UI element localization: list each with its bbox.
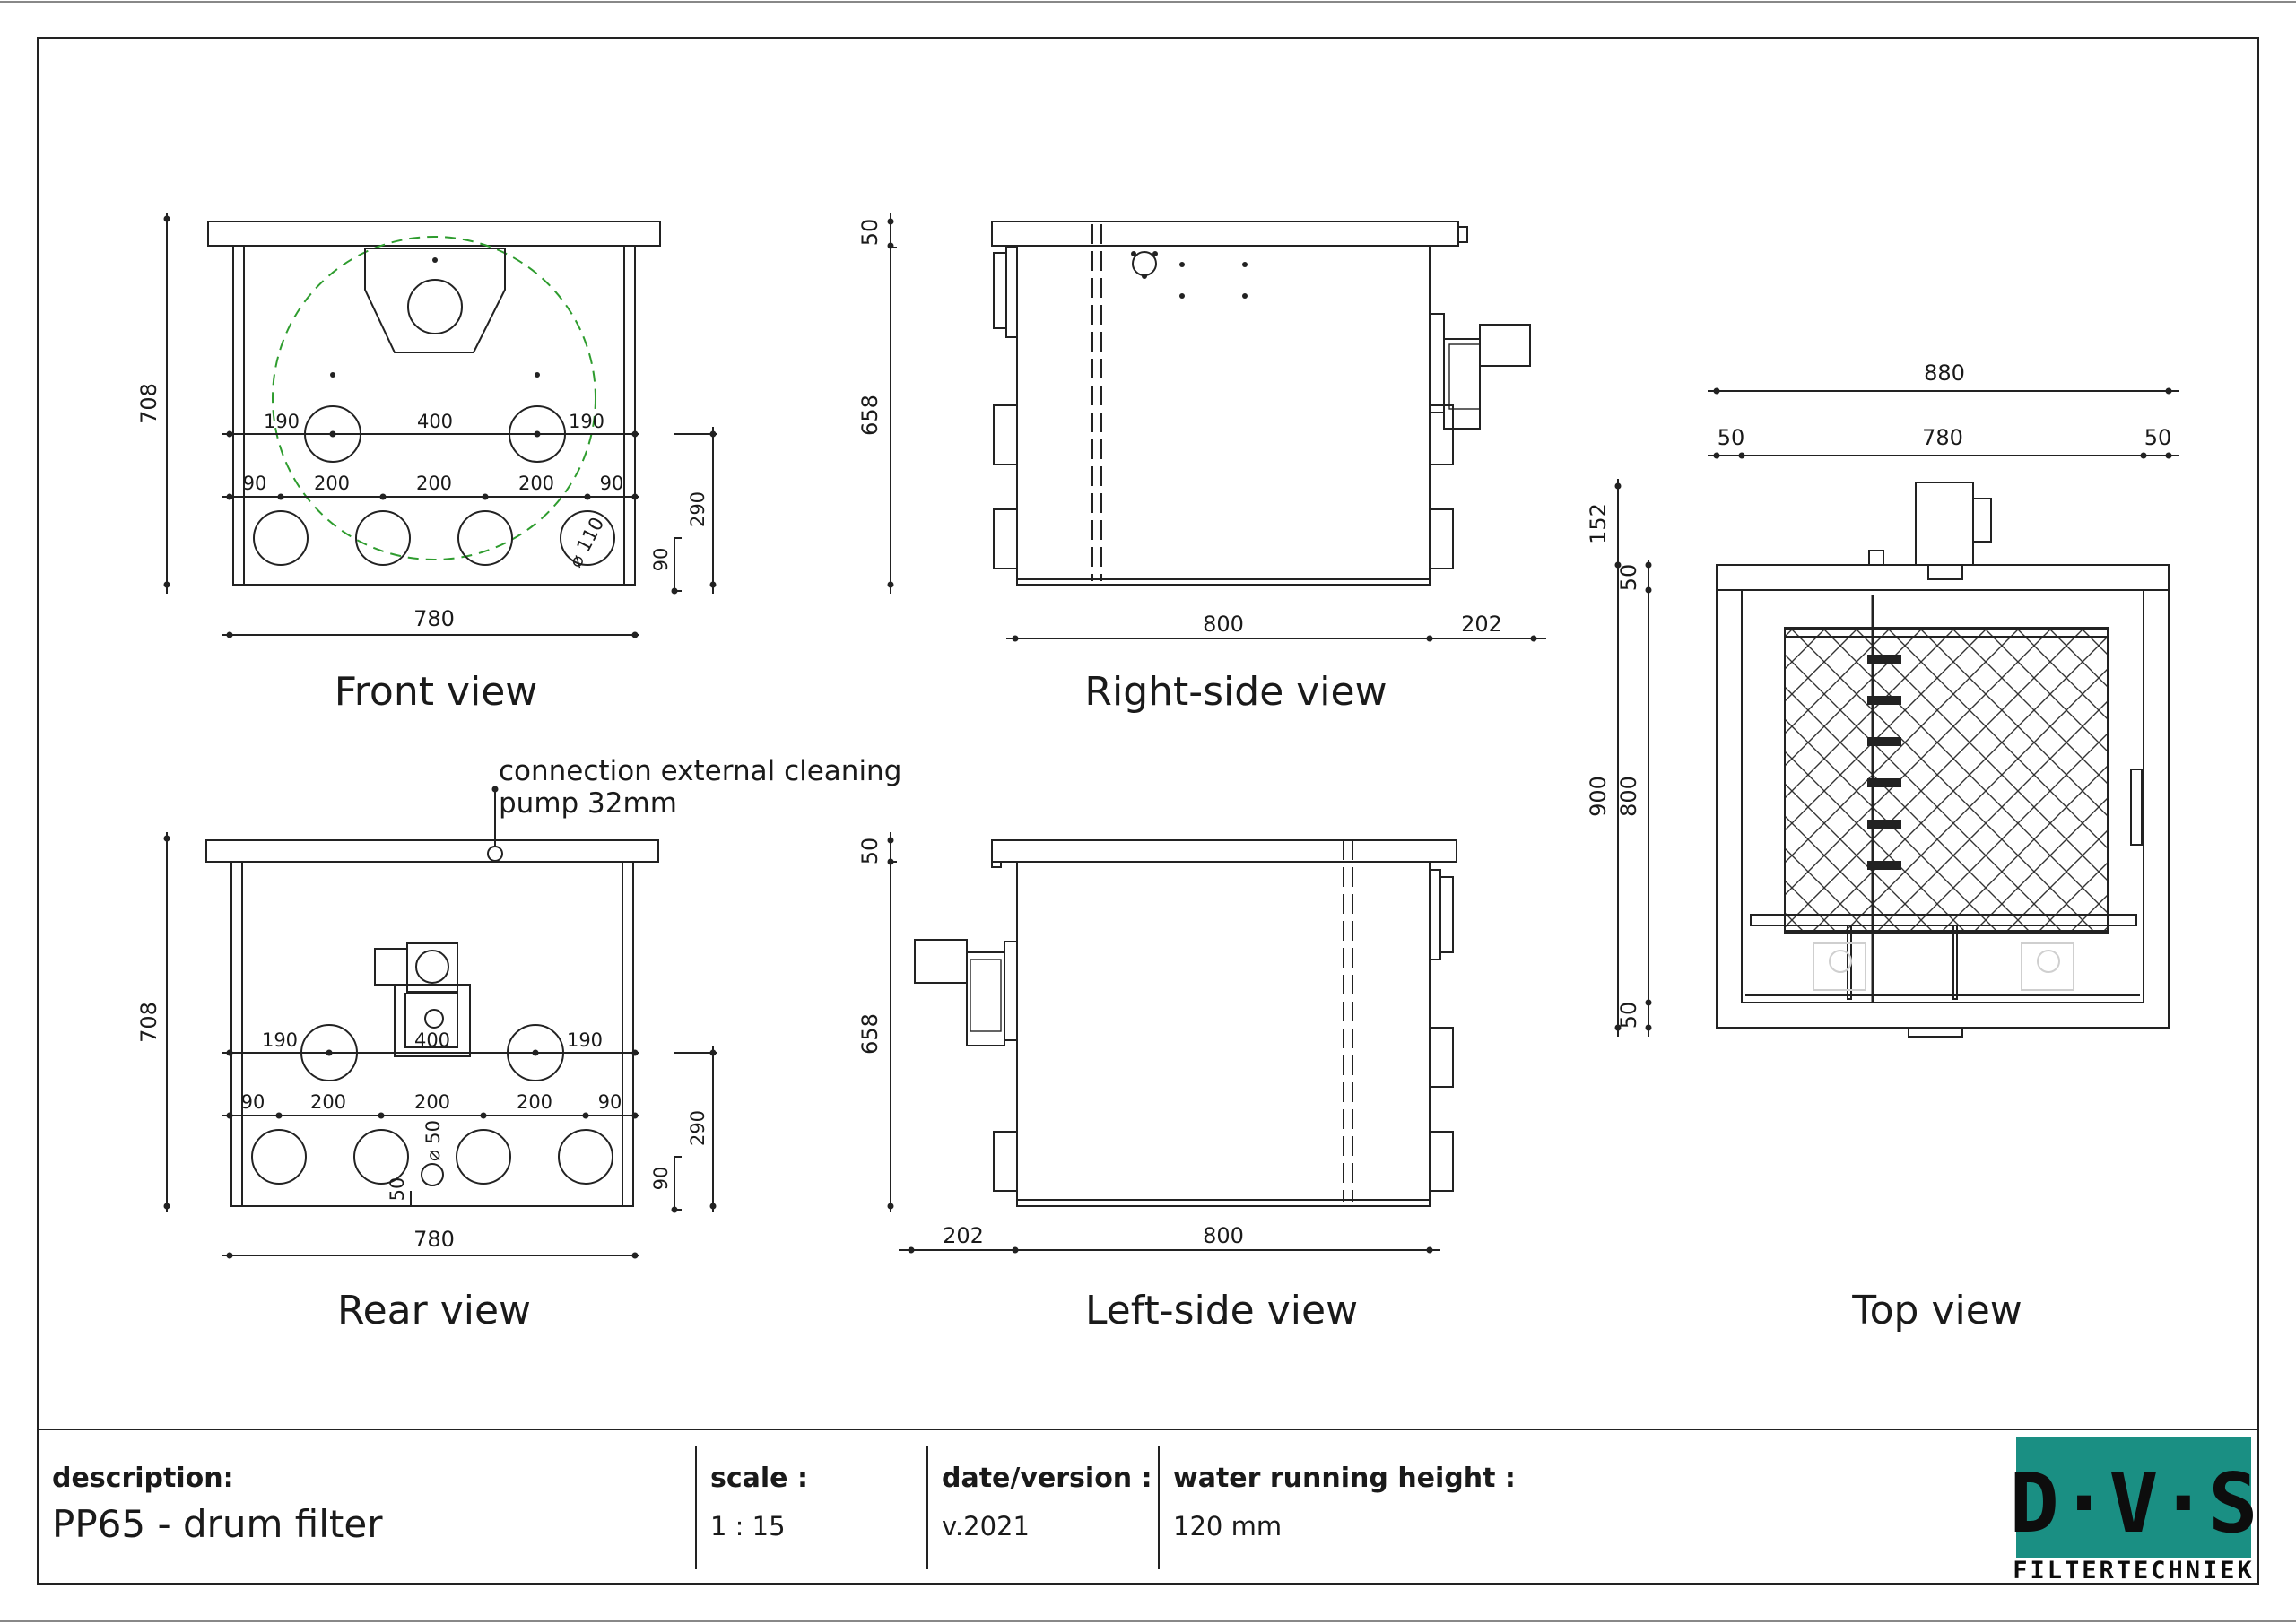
top-inner-label: 780 (1922, 425, 1963, 450)
left-length-label: 800 (1203, 1223, 1244, 1248)
right-length-label: 800 (1203, 612, 1244, 637)
rear-lower-b-label: 200 (310, 1091, 346, 1113)
description-value: PP65 - drum filter (52, 1502, 383, 1546)
left-side-view-title: Left-side view (1085, 1288, 1358, 1333)
rear-drain-label: ⌀ 50 (422, 1120, 444, 1161)
top-margin-right-label: 50 (2144, 425, 2172, 450)
right-motor-label: 202 (1461, 612, 1502, 637)
rear-lower-c-label: 200 (414, 1091, 450, 1113)
front-upper-right-label: 190 (569, 411, 604, 432)
rear-side-290-label: 290 (687, 1110, 709, 1146)
rear-lower-a-label: 90 (241, 1091, 265, 1113)
rear-upper-right-label: 190 (567, 1029, 603, 1051)
front-lower-c-label: 200 (416, 473, 452, 494)
water-height-value: 120 mm (1173, 1511, 1282, 1541)
rear-view-title: Rear view (337, 1288, 531, 1333)
top-overall-label: 880 (1924, 360, 1965, 386)
left-height-label: 658 (857, 1013, 883, 1055)
scale-value: 1 : 15 (710, 1511, 786, 1541)
front-pipe-label: ⌀ 110 (564, 514, 608, 571)
rear-side-90-label: 90 (650, 1167, 672, 1191)
top-d-bottom-label: 50 (1616, 1002, 1641, 1029)
dvs-logo: D·V·S FILTERTECHNIEK (2010, 1437, 2258, 1585)
top-motor-label: 152 (1586, 503, 1611, 544)
left-motor-label: 202 (943, 1223, 984, 1248)
front-view (166, 213, 718, 636)
right-side-view-title: Right-side view (1084, 669, 1387, 715)
front-upper-left-label: 190 (264, 411, 300, 432)
rear-lower-e-label: 90 (598, 1091, 622, 1113)
rear-note-line1: connection external cleaning (499, 755, 901, 787)
front-lower-b-label: 200 (314, 473, 350, 494)
rear-drain-offset-label: 50 (387, 1177, 408, 1202)
dvs-logo-subtitle: FILTERTECHNIEK (2013, 1557, 2255, 1585)
top-d-top-label: 50 (1616, 564, 1641, 592)
front-lower-a-label: 90 (243, 473, 267, 494)
top-margin-left-label: 50 (1718, 425, 1745, 450)
drum-nozzles (1867, 655, 1901, 870)
title-block (38, 1429, 2258, 1569)
rear-upper-left-label: 190 (262, 1029, 298, 1051)
dvs-logo-block (2016, 1437, 2251, 1558)
top-d-inner-label: 800 (1616, 776, 1641, 817)
date-label: date/version : (942, 1463, 1152, 1494)
front-side-290-label: 290 (687, 491, 709, 527)
right-top-label: 50 (857, 219, 883, 247)
front-side-90-label: 90 (650, 548, 672, 572)
top-depth-label: 900 (1586, 776, 1611, 817)
front-upper-mid-label: 400 (417, 411, 453, 432)
front-lower-d-label: 200 (518, 473, 554, 494)
right-side-view (890, 213, 1546, 639)
top-view (1617, 390, 2179, 1038)
rear-width-label: 780 (413, 1227, 455, 1252)
right-height-label: 658 (857, 395, 883, 436)
scale-label: scale : (710, 1463, 808, 1494)
top-view-title: Top view (1851, 1288, 2022, 1333)
description-label: description: (52, 1463, 234, 1494)
front-lower-e-label: 90 (600, 473, 624, 494)
front-height-label: 708 (136, 383, 161, 424)
sheet-border (37, 37, 2259, 1585)
water-height-label: water running height : (1173, 1463, 1516, 1494)
front-width-label: 780 (413, 606, 455, 631)
rear-height-label: 708 (136, 1002, 161, 1043)
rear-note-line2: pump 32mm (499, 787, 677, 820)
left-top-label: 50 (857, 838, 883, 865)
front-view-title: Front view (335, 669, 538, 715)
dvs-logo-letters: D·V·S (2010, 1455, 2258, 1551)
rear-upper-mid-label: 400 (414, 1029, 450, 1051)
date-value: v.2021 (942, 1511, 1030, 1541)
left-side-view (890, 832, 1457, 1251)
rear-lower-d-label: 200 (517, 1091, 552, 1113)
rear-view (166, 789, 718, 1256)
